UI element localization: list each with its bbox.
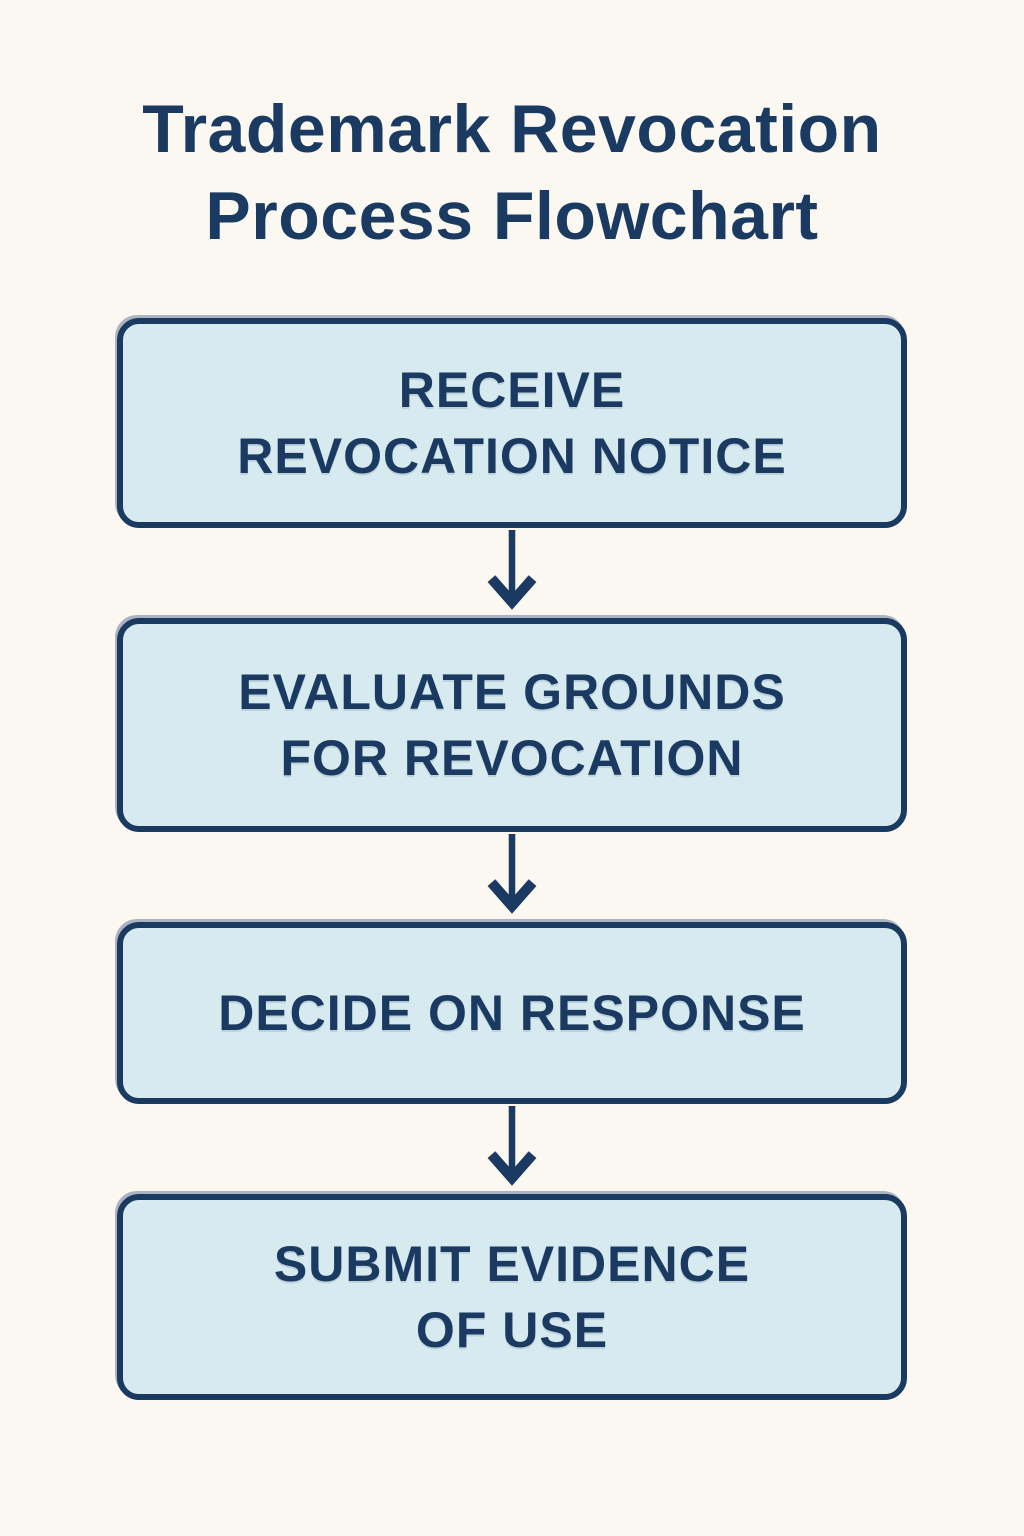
down-arrow-icon (487, 530, 537, 610)
flow-step-receive-revocation-notice: RECEIVE REVOCATION NOTICE (117, 318, 907, 529)
flowchart: RECEIVE REVOCATION NOTICE EVALUATE GROUN… (117, 318, 907, 1401)
page-title: Trademark Revocation Process Flowchart (142, 91, 882, 255)
flow-step-evaluate-grounds: EVALUATE GROUNDS FOR REVOCATION (117, 618, 907, 833)
step-label: DECIDE ON RESPONSE (218, 985, 806, 1042)
step-label: EVALUATE GROUNDS FOR REVOCATION (238, 664, 786, 787)
step-label: SUBMIT EVIDENCE OF USE (273, 1236, 751, 1359)
down-arrow-icon (487, 834, 537, 914)
flow-step-decide-on-response: DECIDE ON RESPONSE (117, 922, 907, 1105)
down-arrow-icon (487, 1106, 537, 1186)
step-label: RECEIVE REVOCATION NOTICE (237, 362, 787, 485)
flow-step-submit-evidence-of-use: SUBMIT EVIDENCE OF USE (117, 1194, 907, 1401)
